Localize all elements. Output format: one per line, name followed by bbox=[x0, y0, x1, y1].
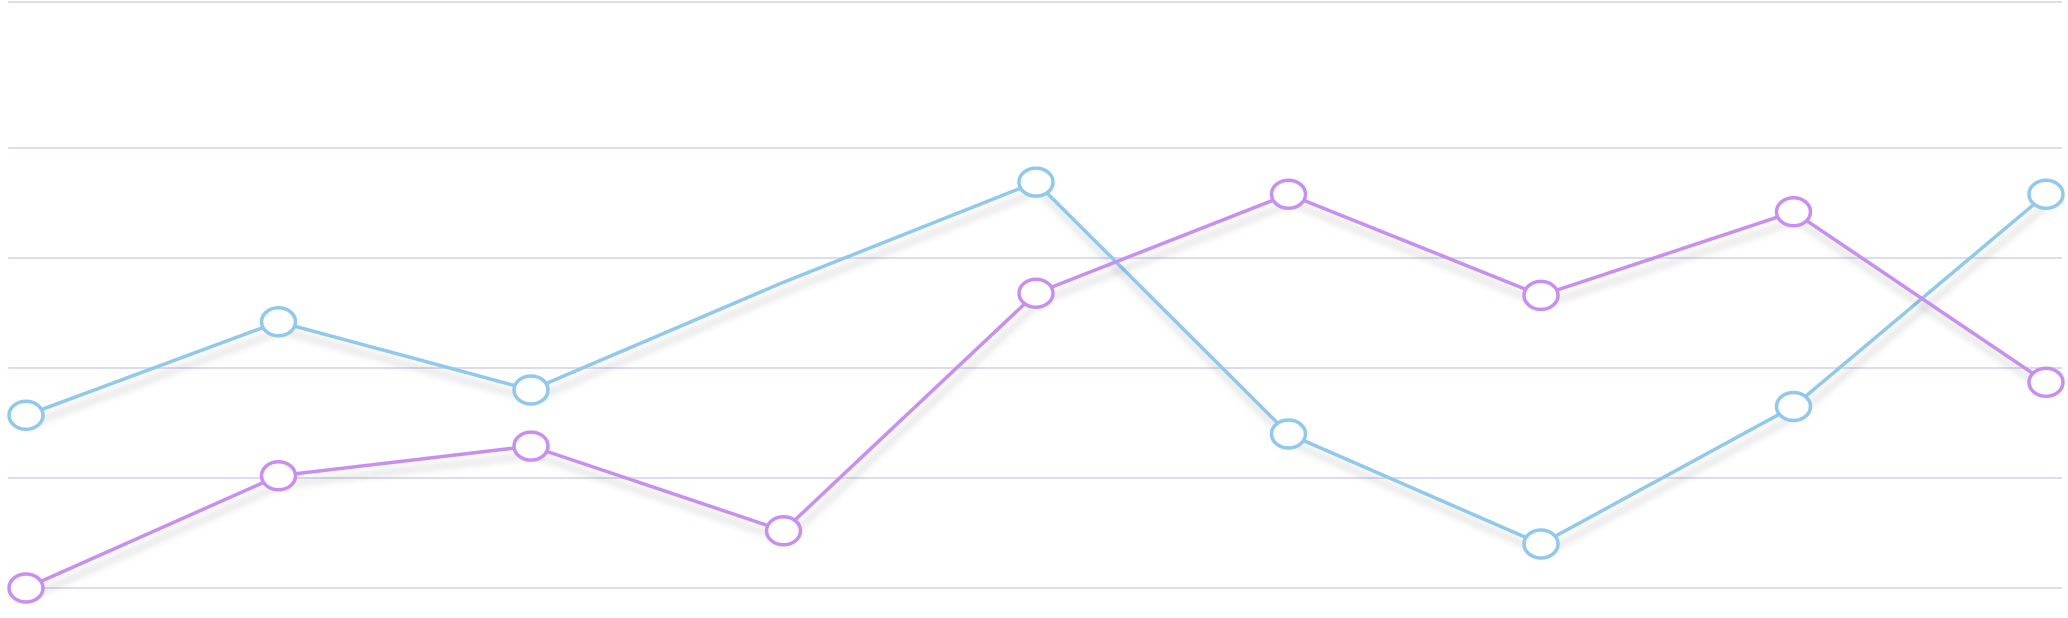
series-blue-point-1 bbox=[259, 306, 298, 338]
series-blue-point-6 bbox=[1522, 528, 1560, 560]
series-purple-point-4 bbox=[1017, 277, 1055, 309]
series-blue bbox=[7, 166, 2065, 560]
series-purple-line bbox=[24, 192, 2048, 590]
series-purple-point-0 bbox=[7, 572, 45, 604]
series-blue-point-5 bbox=[1269, 418, 1308, 450]
series-blue-point-2 bbox=[512, 374, 550, 406]
series-purple-point-1 bbox=[259, 460, 298, 492]
series-purple-point-2 bbox=[512, 430, 550, 462]
series-purple-point-5 bbox=[1269, 178, 1308, 210]
series-purple-point-8 bbox=[2027, 366, 2065, 399]
series-blue-point-8 bbox=[2027, 178, 2065, 210]
series-purple-point-3 bbox=[764, 515, 803, 547]
series-blue-point-4 bbox=[1017, 166, 1055, 198]
series-purple-point-6 bbox=[1522, 279, 1560, 312]
series-blue-shadow bbox=[26, 188, 2052, 556]
series-group bbox=[7, 166, 2065, 604]
series-purple bbox=[7, 178, 2065, 604]
series-blue-point-7 bbox=[1774, 390, 1813, 423]
series-purple-shadow bbox=[26, 200, 2052, 600]
series-purple-point-7 bbox=[1774, 196, 1813, 228]
series-blue-point-0 bbox=[7, 399, 45, 432]
